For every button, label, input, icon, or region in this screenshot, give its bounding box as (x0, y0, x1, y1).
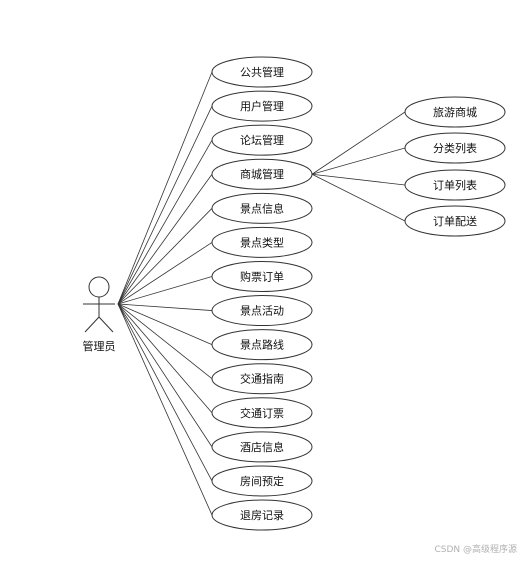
sub-use-case: 订单列表 (404, 169, 506, 201)
sub-use-case-ellipse (404, 169, 506, 201)
use-case-ellipse (211, 226, 313, 258)
actor-association-line (117, 303, 213, 311)
use-case-ellipse (211, 124, 313, 156)
actor-association-line (117, 242, 213, 305)
sub-use-case-label: 订单配送 (433, 214, 477, 228)
use-case: 交通订票 (211, 397, 313, 429)
actor-left-leg (84, 316, 100, 333)
use-case-label: 景点活动 (240, 305, 284, 318)
sub-use-case-label: 旅游商城 (433, 105, 477, 119)
actor-association-line (117, 71, 213, 305)
use-case-ellipse (211, 158, 313, 190)
actor-association-line (117, 208, 213, 305)
actor-association-line (117, 303, 213, 516)
sub-use-case-label: 分类列表 (433, 141, 477, 155)
actor-figure: 管理员 (83, 276, 116, 353)
use-case-label: 景点类型 (240, 235, 284, 249)
use-case-label: 房间预定 (240, 474, 284, 488)
actor-label: 管理员 (83, 339, 116, 353)
use-case-label: 购票订单 (240, 269, 284, 283)
actor-right-leg (98, 316, 114, 333)
sub-association-line (311, 111, 406, 175)
sub-association-line (311, 173, 406, 186)
actor-association-line (117, 174, 213, 305)
use-case-label: 用户管理 (240, 99, 284, 113)
sub-use-case: 旅游商城 (404, 96, 506, 128)
actor-association-line (117, 303, 213, 482)
sub-association-line (311, 147, 406, 175)
use-case: 论坛管理 (211, 124, 313, 156)
use-case-ellipse (211, 329, 313, 361)
actor-association-line (117, 276, 213, 305)
use-case: 交通指南 (211, 363, 313, 395)
use-case: 公共管理 (211, 56, 313, 88)
use-case-label: 酒店信息 (240, 440, 284, 454)
use-case: 房间预定 (211, 465, 313, 497)
use-case: 退房记录 (211, 499, 313, 531)
use-case: 用户管理 (211, 90, 313, 122)
sub-use-case-ellipse (404, 132, 506, 164)
use-case-ellipse (211, 397, 313, 429)
use-case-label: 论坛管理 (240, 133, 284, 147)
use-case-ellipse (211, 363, 313, 395)
actor-association-line (117, 303, 213, 414)
use-case-label: 交通订票 (240, 406, 284, 420)
sub-use-case: 订单配送 (404, 205, 506, 237)
use-case: 商城管理 (211, 158, 313, 190)
sub-use-case: 分类列表 (404, 132, 506, 164)
use-case-ellipse (211, 260, 313, 292)
use-case-ellipse (211, 499, 313, 531)
actor-association-line (117, 139, 213, 305)
actor-association-line (117, 105, 213, 305)
use-case-label: 景点路线 (240, 338, 284, 352)
watermark: CSDN @高级程序源 (434, 545, 517, 555)
use-case-ellipse (211, 465, 313, 497)
use-case-label: 交通指南 (240, 372, 284, 386)
use-case: 景点类型 (211, 226, 313, 258)
use-case-ellipse (211, 295, 313, 327)
use-case: 景点信息 (211, 192, 313, 224)
actor-association-line (117, 303, 213, 346)
use-case: 景点路线 (211, 329, 313, 361)
use-case: 购票订单 (211, 260, 313, 292)
use-case-label: 退房记录 (240, 509, 284, 522)
sub-use-case-ellipse (404, 96, 506, 128)
association-lines (117, 71, 406, 516)
actor-association-line (117, 303, 213, 380)
sub-association-line (311, 173, 406, 222)
sub-use-case-label: 订单列表 (433, 178, 477, 192)
actor-head (88, 276, 110, 298)
use-case: 景点活动 (211, 295, 313, 327)
use-case-label: 商城管理 (240, 167, 284, 181)
use-cases: 公共管理用户管理论坛管理商城管理景点信息景点类型购票订单景点活动景点路线交通指南… (211, 56, 313, 531)
actor-association-line (117, 303, 213, 448)
use-case-ellipse (211, 90, 313, 122)
use-case: 酒店信息 (211, 431, 313, 463)
use-case-label: 景点信息 (240, 201, 284, 215)
use-case-ellipse (211, 431, 313, 463)
sub-use-case-ellipse (404, 205, 506, 237)
use-case-ellipse (211, 192, 313, 224)
use-case-ellipse (211, 56, 313, 88)
use-case-label: 公共管理 (240, 65, 284, 79)
